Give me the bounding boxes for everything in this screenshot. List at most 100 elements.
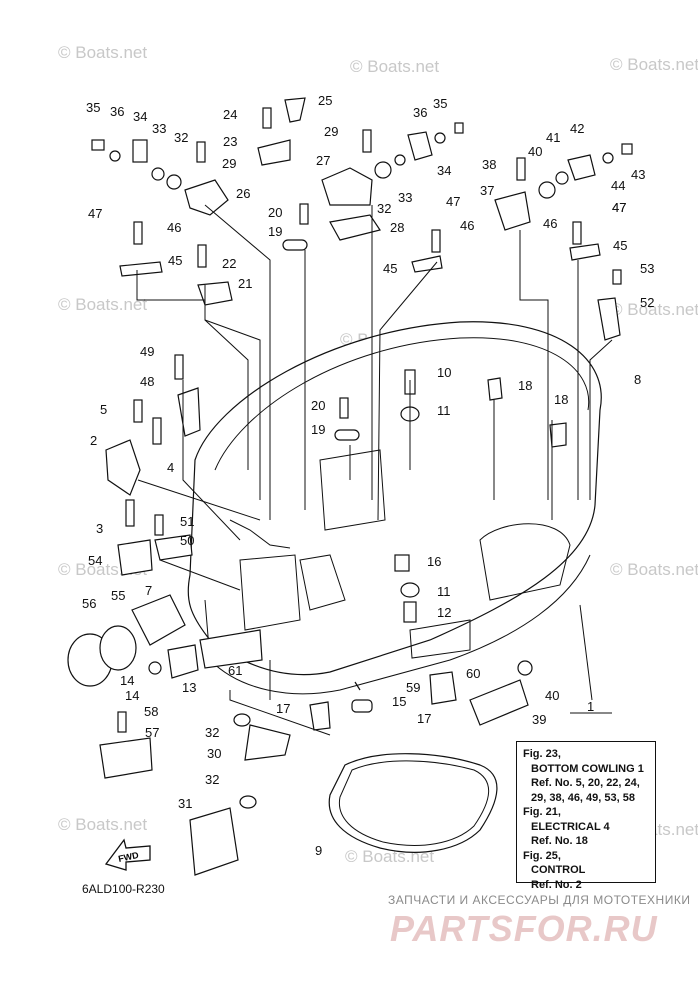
callout-label: 2 <box>90 433 97 448</box>
callout-label: 59 <box>406 680 420 695</box>
callout-label: 18 <box>518 378 532 393</box>
ref-line: 29, 38, 46, 49, 53, 58 <box>531 791 635 804</box>
callout-label: 1 <box>587 699 594 714</box>
ref-line: Fig. 21, <box>523 806 561 818</box>
callout-label: 20 <box>311 398 325 413</box>
watermark: © Boats.net <box>610 55 698 74</box>
callout-label: 11 <box>437 403 451 418</box>
callout-label: 47 <box>88 206 102 221</box>
callout-label: 8 <box>634 372 641 387</box>
ref-line: Fig. 23, <box>523 748 561 760</box>
callout-label: 3 <box>96 521 103 536</box>
callout-label: 13 <box>182 680 196 695</box>
callout-label: 45 <box>383 261 397 276</box>
callout-label: 48 <box>140 374 154 389</box>
callout-label: 45 <box>168 253 182 268</box>
callout-label: 27 <box>316 153 330 168</box>
callout-label: 35 <box>86 100 100 115</box>
callout-label: 31 <box>178 796 192 811</box>
callout-label: 47 <box>446 194 460 209</box>
watermark: © Boats.net <box>350 57 439 76</box>
callout-label: 32 <box>205 772 219 787</box>
callout-label: 21 <box>238 276 252 291</box>
footer-logo: PARTSFOR.RU <box>390 908 658 949</box>
callout-label: 36 <box>413 105 427 120</box>
fwd-label: FWD <box>117 850 140 864</box>
bottom-cowling <box>187 321 602 695</box>
ref-line: Ref. No. 5, 20, 22, 24, <box>531 777 640 789</box>
callout-label: 32 <box>174 130 188 145</box>
callout-label: 25 <box>318 93 332 108</box>
ref-line: Ref. No. 18 <box>531 835 588 847</box>
callout-label: 43 <box>631 167 645 182</box>
reference-note-box: Fig. 23, BOTTOM COWLING 1 Ref. No. 5, 20… <box>516 741 656 891</box>
callout-label: 47 <box>612 200 626 215</box>
callout-label: 26 <box>236 186 250 201</box>
ref-line: CONTROL <box>531 864 586 876</box>
callout-label: 29 <box>324 124 338 139</box>
watermark: © Boats.net <box>58 295 147 314</box>
callout-label: 34 <box>437 163 451 178</box>
callout-label: 34 <box>133 109 147 124</box>
ref-line: ELECTRICAL 4 <box>531 820 610 833</box>
callout-label: 45 <box>613 238 627 253</box>
callout-label: 46 <box>167 220 181 235</box>
callout-label: 14 <box>125 688 139 703</box>
callout-label: 46 <box>460 218 474 233</box>
callout-label: 39 <box>532 712 546 727</box>
callout-label: 61 <box>228 663 242 678</box>
callout-label: 33 <box>398 190 412 205</box>
callout-label: 42 <box>570 121 584 136</box>
callout-label: 11 <box>437 584 451 599</box>
small-parts <box>67 97 633 876</box>
ref-line: BOTTOM COWLING 1 <box>531 762 644 775</box>
forward-arrow-icon: FWD <box>104 838 151 871</box>
callout-label: 53 <box>640 261 654 276</box>
seal-gasket <box>328 753 498 853</box>
callout-label: 52 <box>640 295 654 310</box>
callout-label: 44 <box>611 178 625 193</box>
callout-label: 37 <box>480 183 494 198</box>
ref-line: Fig. 25, <box>523 849 561 862</box>
callout-label: 60 <box>466 666 480 681</box>
callout-label: 49 <box>140 344 154 359</box>
callout-label: 46 <box>543 216 557 231</box>
callout-label: 5 <box>100 402 107 417</box>
drawing-code: 6ALD100-R230 <box>82 882 165 896</box>
callout-label: 10 <box>437 365 451 380</box>
watermark: © Boats.net <box>610 560 698 579</box>
callout-label: 41 <box>546 130 560 145</box>
callout-label: 50 <box>180 533 194 548</box>
callout-label: 51 <box>180 514 194 529</box>
callout-label: 36 <box>110 104 124 119</box>
callout-label: 18 <box>554 392 568 407</box>
callout-label: 7 <box>145 583 152 598</box>
callout-label: 24 <box>223 107 237 122</box>
callout-label: 33 <box>152 121 166 136</box>
callout-label: 35 <box>433 96 447 111</box>
callout-label: 16 <box>427 554 441 569</box>
watermark: © Boats.net <box>58 815 147 834</box>
callout-label: 57 <box>145 725 159 740</box>
callout-label: 29 <box>222 156 236 171</box>
callout-label: 40 <box>528 144 542 159</box>
callout-label: 19 <box>268 224 282 239</box>
callout-label: 17 <box>417 711 431 726</box>
callout-label: 58 <box>144 704 158 719</box>
callout-label: 47 <box>612 200 626 215</box>
callout-label: 23 <box>223 134 237 149</box>
footer-tagline: ЗАПЧАСТИ И АКСЕССУАРЫ ДЛЯ МОТОТЕХНИКИ <box>388 893 691 907</box>
callout-label: 14 <box>120 673 134 688</box>
callout-label: 40 <box>545 688 559 703</box>
callout-label: 9 <box>315 843 322 858</box>
callout-label: 30 <box>207 746 221 761</box>
watermark: © Boats.net <box>58 43 147 62</box>
callout-label: 17 <box>276 701 290 716</box>
ref-line: Ref. No. 2 <box>531 878 582 891</box>
callout-label: 32 <box>377 201 391 216</box>
callout-label: 20 <box>268 205 282 220</box>
callout-label: 54 <box>88 553 102 568</box>
callout-label: 22 <box>222 256 236 271</box>
callout-label: 4 <box>167 460 174 475</box>
